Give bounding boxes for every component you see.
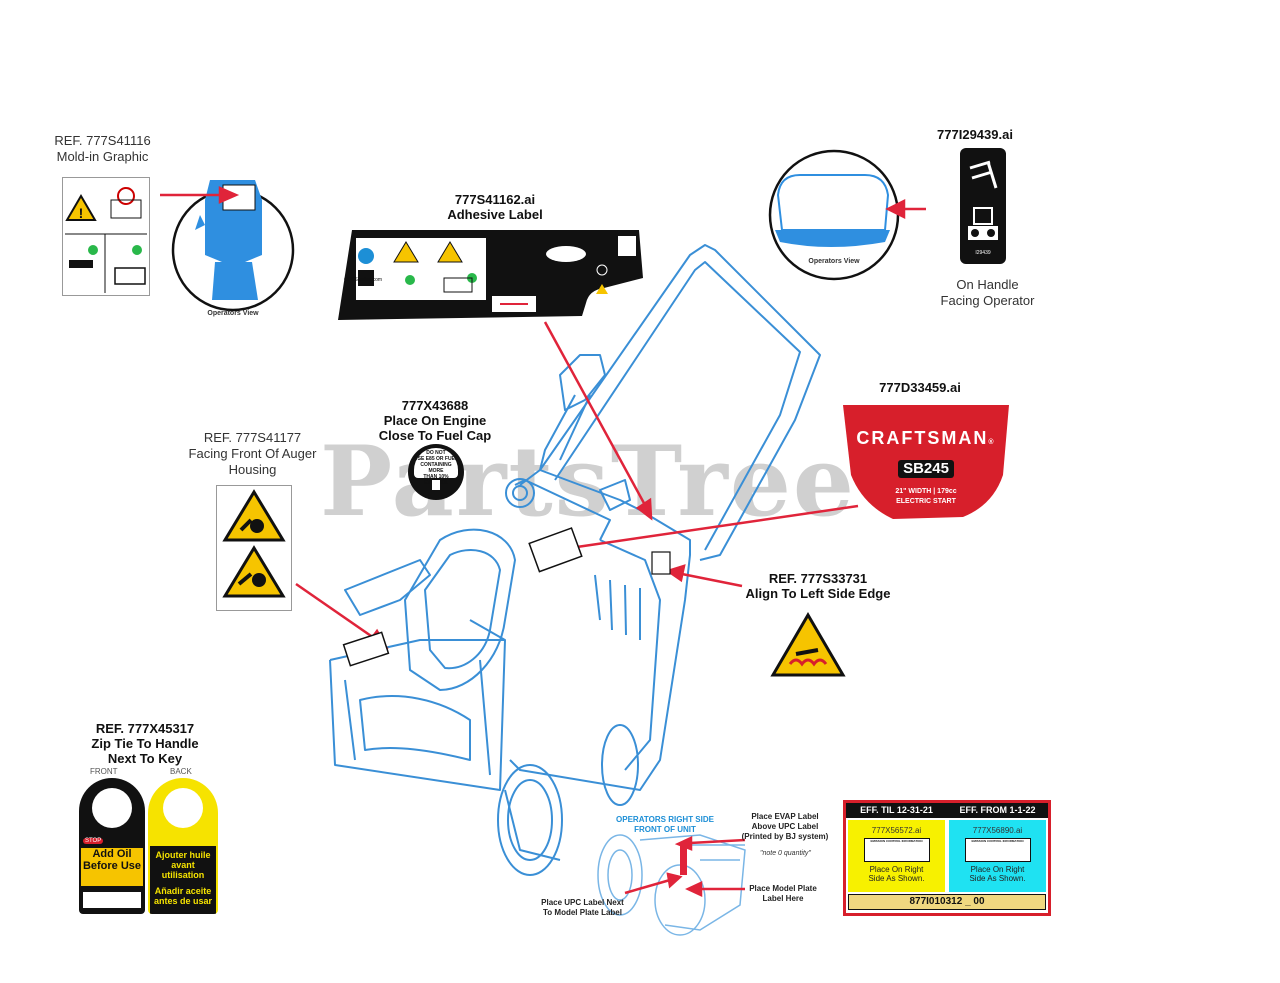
zip-tie-caption: Zip Tie To Handle [91, 736, 199, 751]
hot-surface-icon [770, 612, 846, 677]
fuel-decal: DO NOT USE E85 OR FUEL CONTAINING MORE T… [408, 444, 464, 500]
part-56572: 777X56572.ai [871, 826, 922, 835]
check-circle-icon [88, 245, 98, 255]
ops-right-side: OPERATORS RIGHT SIDE [616, 815, 714, 824]
place-on-engine-caption: Place On Engine [383, 413, 487, 428]
engine-label-placement [528, 527, 583, 573]
place-right-a: Place On Right [869, 865, 924, 874]
model-plate-placement [680, 845, 687, 875]
facing-front-caption: Facing Front Of Auger [188, 446, 317, 461]
before-use-text: Before Use [82, 860, 142, 872]
bottom-part-number: 877I010312 _ 00 [848, 894, 1046, 910]
model-plate-line1: Place Model Plate [749, 884, 817, 893]
qr-code-icon [358, 270, 374, 286]
adhesive-url: OPESymbol.com [344, 277, 383, 283]
antes-text: antes de usar [153, 896, 213, 906]
side-shown-b: Side As Shown. [969, 874, 1026, 883]
ref-d33459: 777D33459.ai [879, 380, 961, 395]
on-handle-caption: On Handle [956, 277, 1019, 292]
adhesive-label-caption: Adhesive Label [447, 207, 543, 222]
sun-gear-icon [92, 788, 132, 828]
snowblower-outline [329, 244, 821, 876]
ajouter-text: Ajouter huile [155, 850, 211, 860]
emission-sticker-b: EMISSION CONTROL INFORMATION [964, 838, 1031, 862]
eff-til-header: EFF. TIL 12-31-21 [846, 803, 947, 818]
handle-operators-view [768, 149, 900, 281]
emission-sticker-a: EMISSION CONTROL INFORMATION [863, 838, 930, 862]
ref-41116: REF. 777S41116 [54, 133, 151, 148]
left-side-placement [651, 551, 671, 575]
adhesive-label [338, 230, 643, 320]
fuel-pump-icon [432, 480, 440, 490]
stop-badge: STOP [83, 838, 104, 844]
ref-45317: REF. 777X45317 [95, 721, 195, 736]
brand-name: CRAFTSMAN [856, 428, 989, 448]
ref-29439: 777I29439.ai [937, 127, 1013, 142]
start-text: ELECTRIC START [896, 498, 956, 505]
mold-in-operators-view [171, 180, 295, 312]
housing-caption: Housing [228, 462, 277, 477]
upc-line2: To Model Plate Label [543, 908, 622, 917]
ref-43688: 777X43688 [401, 398, 469, 413]
eff-from-header: EFF. FROM 1-1-22 [947, 803, 1048, 818]
evap-line1: Place EVAP Label [751, 812, 819, 821]
note-quantity: "note 0 quantity" [760, 850, 811, 857]
handle-part-number: I29439 [975, 250, 991, 256]
back-caption: BACK [170, 767, 192, 776]
hot-surface-decal [770, 612, 846, 677]
front-caption: FRONT [90, 767, 118, 776]
evap-line3: (Printed by BJ system) [741, 832, 829, 841]
close-to-fuel-cap-caption: Close To Fuel Cap [378, 428, 492, 443]
svg-text:!: ! [79, 205, 84, 221]
ref-41177: REF. 777S41177 [203, 430, 302, 445]
auger-label-placement [342, 631, 390, 667]
side-shown-a: Side As Shown. [868, 874, 925, 883]
ref-33731: REF. 777S33731 [768, 571, 868, 586]
fuel-decal-line1: DO NOT [426, 450, 446, 456]
spec-text: 21" WIDTH | 179cc [895, 488, 957, 495]
brand-mark: ® [988, 439, 996, 446]
hand-in-auger-icon [437, 241, 463, 263]
add-oil-text: Add Oil [92, 848, 132, 860]
align-left-caption: Align To Left Side Edge [745, 586, 891, 601]
oil-tag-back: Ajouter huile avant utilisation Añadir a… [148, 778, 218, 914]
ref-41162: 777S41162.ai [454, 192, 536, 207]
model-badge: SB245 [898, 460, 954, 478]
place-right-b: Place On Right [970, 865, 1025, 874]
anadir-text: Añadir aceite [154, 886, 212, 896]
mold-in-graphic-caption: Mold-in Graphic [56, 149, 149, 164]
operators-view-left: Operators View [207, 310, 259, 317]
upc-line1: Place UPC Label Next [541, 898, 624, 907]
hand-in-auger-icon [222, 489, 286, 542]
fuel-decal-line2: USE E85 OR FUEL [414, 456, 458, 462]
hand-in-auger-icon [222, 545, 286, 598]
fuel-decal-line3: CONTAINING MORE [420, 462, 452, 474]
next-to-key-caption: Next To Key [107, 751, 183, 766]
oil-tag-front: Add Oil Before Use STOP [79, 778, 145, 914]
emission-label-box: EFF. TIL 12-31-21 EFF. FROM 1-1-22 777X5… [843, 800, 1051, 916]
eff-til-panel: 777X56572.ai EMISSION CONTROL INFORMATIO… [848, 820, 945, 892]
mold-in-graphic: ! [62, 177, 150, 296]
front-of-unit: FRONT OF UNIT [634, 825, 696, 834]
operators-view-right: Operators View [808, 258, 860, 265]
evap-line2: Above UPC Label [751, 822, 819, 831]
facing-operator-caption: Facing Operator [940, 293, 1035, 308]
avant-text: avant utilisation [161, 860, 205, 880]
warning-triangle-icon [65, 194, 97, 221]
warning-triangle-icon [393, 241, 419, 263]
handle-decal: I29439 [960, 148, 1006, 264]
sun-gear-icon [163, 788, 203, 828]
model-plate-line2: Label Here [762, 894, 804, 903]
eff-from-panel: 777X56890.ai EMISSION CONTROL INFORMATIO… [949, 820, 1046, 892]
auger-warning-decal [216, 485, 292, 611]
part-56890: 777X56890.ai [972, 826, 1023, 835]
